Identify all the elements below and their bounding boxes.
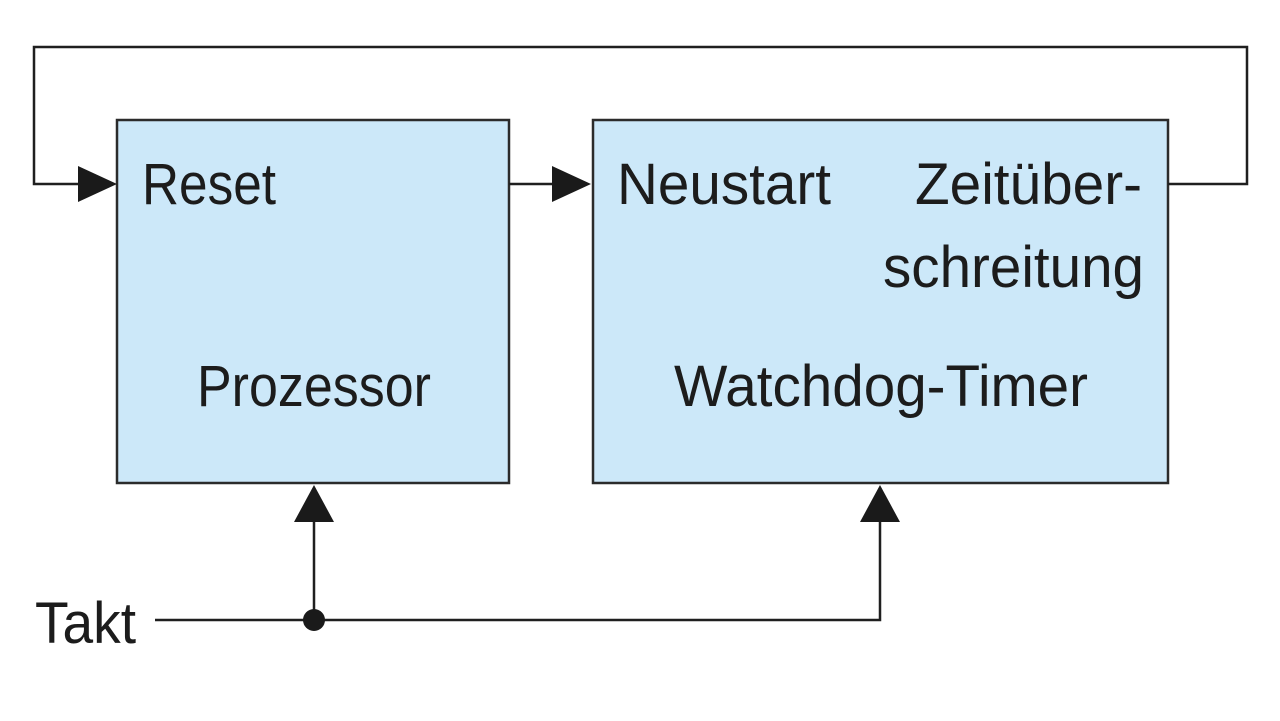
- restart-input-arrow: [552, 166, 591, 202]
- processor-clock-arrow: [294, 485, 334, 522]
- timeout-feedback-line: [32, 45, 1249, 186]
- processor-title: Prozessor: [197, 354, 431, 419]
- reset-label: Reset: [142, 152, 276, 217]
- watchdog-timer-title: Watchdog-Timer: [674, 354, 1088, 419]
- restart-label: Neustart: [617, 152, 831, 217]
- clock-line: [155, 522, 882, 622]
- clock-label: Takt: [35, 591, 136, 656]
- processor-block: [115, 118, 511, 485]
- timeout-label-line2: schreitung: [883, 235, 1144, 300]
- watchdog-clock-arrow: [860, 485, 900, 522]
- timeout-label-line1: Zeitüber-: [915, 152, 1142, 217]
- reset-input-arrow: [78, 166, 117, 202]
- clock-junction-dot: [303, 609, 325, 631]
- watchdog-timer-block: [591, 118, 1170, 485]
